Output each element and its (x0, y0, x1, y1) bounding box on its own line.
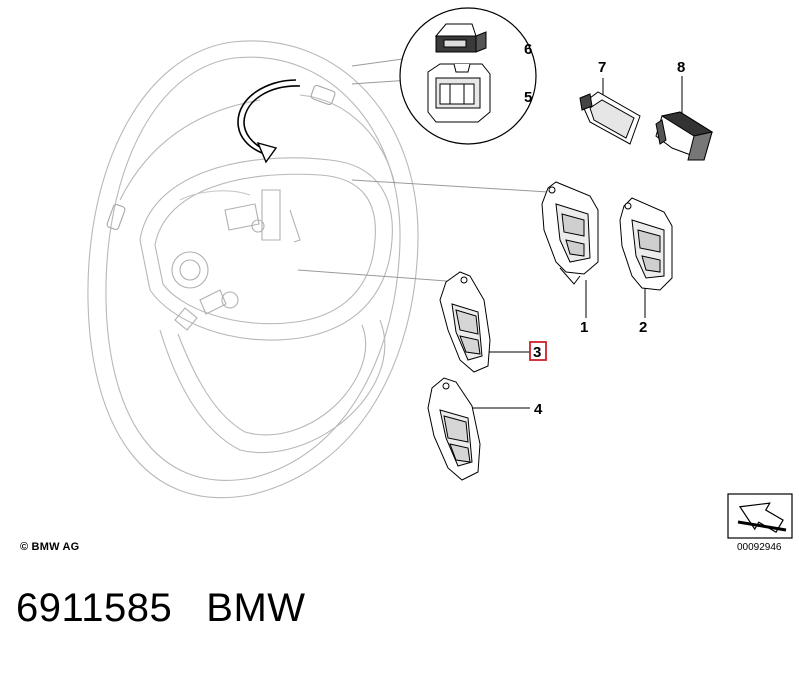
callout-2: 2 (639, 319, 647, 336)
callout-3: 3 (533, 344, 541, 361)
part-5-frame (427, 63, 491, 123)
part-8-switch (655, 111, 714, 161)
part-2-switch-cluster (619, 197, 673, 291)
callout-7: 7 (598, 59, 606, 76)
part-number: 6911585 (16, 586, 173, 630)
steering-wheel-illustration (87, 40, 419, 499)
orientation-arrow-icon (727, 493, 793, 539)
part-7-button (579, 91, 641, 145)
part-3-switch-cluster (439, 271, 491, 373)
part-6-cap (434, 23, 487, 53)
part-4-switch-cluster (427, 377, 481, 481)
callout-4: 4 (534, 401, 543, 418)
callout-6: 6 (524, 41, 532, 58)
rotation-arrow-icon (237, 79, 301, 164)
highlight-box (529, 341, 547, 361)
detail-magnifier (399, 7, 537, 145)
diagram-number: 00092946 (737, 542, 782, 553)
part-caption: 6911585 BMW (16, 586, 306, 631)
callout-3-highlight[interactable]: 3 (529, 341, 547, 361)
callout-1: 1 (580, 319, 588, 336)
callout-8: 8 (677, 59, 685, 76)
brand-name: BMW (206, 586, 306, 630)
part-1-switch-cluster (541, 181, 599, 285)
callout-5: 5 (524, 89, 532, 106)
copyright-notice: © BMW AG (20, 541, 80, 553)
